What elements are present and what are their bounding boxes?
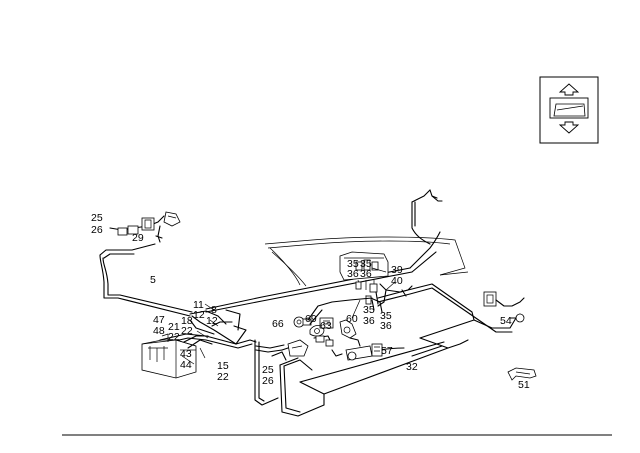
callout-35c: 35 [363,304,375,316]
vehicle-body-outline [264,236,469,287]
callout-12b: 12 [206,315,218,327]
left-lower-harness [159,309,285,353]
callout-22: 22 [181,325,193,337]
callout-labels: 25 26 29 5 11 12 18 8 12 47 48 21 22 22 … [91,212,530,391]
callout-57: 57 [381,345,393,357]
battery-box [141,333,213,379]
connector-25-26-lower [271,339,309,361]
callout-36c: 36 [363,315,375,327]
seat-adjust-up-down-icon [539,76,599,144]
rear-harness [377,283,521,349]
callout-32: 32 [406,361,418,373]
callout-51: 51 [518,379,530,391]
callout-26b: 26 [262,375,274,387]
handle-51 [507,367,537,381]
callout-39: 39 [391,264,403,276]
connector-29 [109,211,181,243]
callout-60: 60 [346,313,358,325]
callout-63: 63 [320,320,332,332]
lower-harness [254,339,469,417]
callout-22c: 22 [217,371,229,383]
callout-5: 5 [150,274,156,286]
callout-35d: 35 [380,310,392,322]
callout-54: 54 [500,315,512,327]
main-harness [99,189,443,317]
callout-36b: 36 [360,268,372,280]
callout-12: 12 [193,309,205,321]
connector-54 [483,291,525,323]
switch-cluster [293,297,373,347]
callout-21: 21 [168,321,180,333]
callout-43: 43 [180,348,192,360]
callout-22b: 22 [168,331,180,343]
callout-35b: 35 [360,258,372,270]
callout-18: 18 [181,315,193,327]
relay-box-35-36 [339,251,413,313]
leader-lines [196,267,396,359]
callout-44: 44 [180,359,192,371]
callout-11: 11 [193,299,204,311]
callout-25: 25 [91,212,103,224]
callout-35a: 35 [347,258,359,270]
callout-66: 66 [272,318,284,330]
callout-47: 47 [153,314,165,326]
callout-8: 8 [211,304,217,316]
callout-36d: 36 [380,320,392,332]
connector-57 [331,343,383,361]
callout-29: 29 [132,232,144,244]
callout-40: 40 [391,275,403,287]
callout-36a: 36 [347,268,359,280]
callout-25b: 25 [262,364,274,376]
callout-15: 15 [217,360,229,372]
callout-26: 26 [91,224,103,236]
callout-48: 48 [153,325,165,337]
callout-69: 69 [305,313,317,325]
